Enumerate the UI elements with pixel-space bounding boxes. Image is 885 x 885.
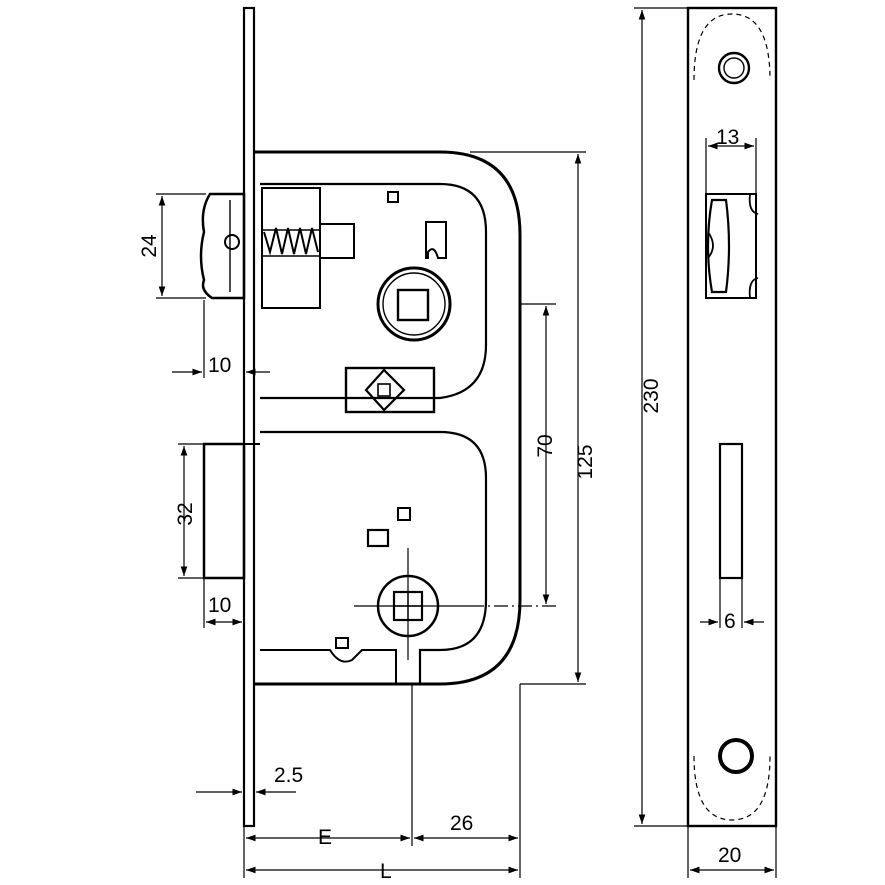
faceplate-width-label: 20 xyxy=(718,844,741,867)
centers-label: 70 xyxy=(534,434,557,457)
deadbolt-notch-core xyxy=(377,383,391,397)
latch-slot xyxy=(705,193,757,299)
bolt-throw-label: 10 xyxy=(208,594,231,617)
follower-hub-inner xyxy=(382,272,446,336)
latch-slot-notch-top xyxy=(748,193,759,215)
top-screw-hole-inner xyxy=(723,57,745,79)
total-length-label: L xyxy=(380,860,392,883)
latch-spring xyxy=(263,227,319,256)
latch-slot-notch-mid xyxy=(707,231,714,259)
follower-hub xyxy=(376,266,452,342)
bottom-screw-hole xyxy=(718,738,754,774)
small-square-1 xyxy=(397,507,411,521)
latch-bolt-front xyxy=(706,198,731,294)
faceplate-thickness-label: 2.5 xyxy=(274,764,303,787)
bolt-slot xyxy=(718,442,744,580)
deadbolt-tail xyxy=(344,366,436,414)
top-screw-hole xyxy=(717,51,751,85)
latch-bolt xyxy=(199,192,246,300)
follower-square xyxy=(396,288,430,322)
case-height-label: 125 xyxy=(574,444,597,479)
small-square-3 xyxy=(335,637,349,649)
latch-pin xyxy=(224,234,240,250)
bolt-slot-width-label: 6 xyxy=(724,610,736,633)
faceplate-top-curve xyxy=(693,13,771,81)
hub-to-back-label: 26 xyxy=(450,812,473,835)
hook-detail xyxy=(425,221,447,259)
faceplate-side xyxy=(242,6,256,828)
case-lower-chamber xyxy=(260,430,488,684)
lock-case xyxy=(254,150,522,686)
faceplate-height-label: 230 xyxy=(640,378,663,413)
deadbolt-notch xyxy=(364,368,406,412)
deadbolt xyxy=(202,442,246,580)
small-square-2 xyxy=(366,528,390,548)
latch-slot-width-label: 13 xyxy=(716,126,739,149)
latch-height-label: 24 xyxy=(138,234,161,258)
faceplate-bottom-curve xyxy=(693,755,771,821)
backset-label: E xyxy=(318,826,332,849)
latch-tail xyxy=(319,223,355,259)
small-square-top xyxy=(387,191,399,203)
latch-throw-label: 10 xyxy=(208,354,231,377)
faceplate-front xyxy=(686,6,778,828)
case-lower-edge xyxy=(260,649,397,684)
latch-slot-notch-bottom xyxy=(748,277,759,299)
case-upper-chamber xyxy=(260,182,488,400)
bolt-height-label: 32 xyxy=(174,502,197,525)
